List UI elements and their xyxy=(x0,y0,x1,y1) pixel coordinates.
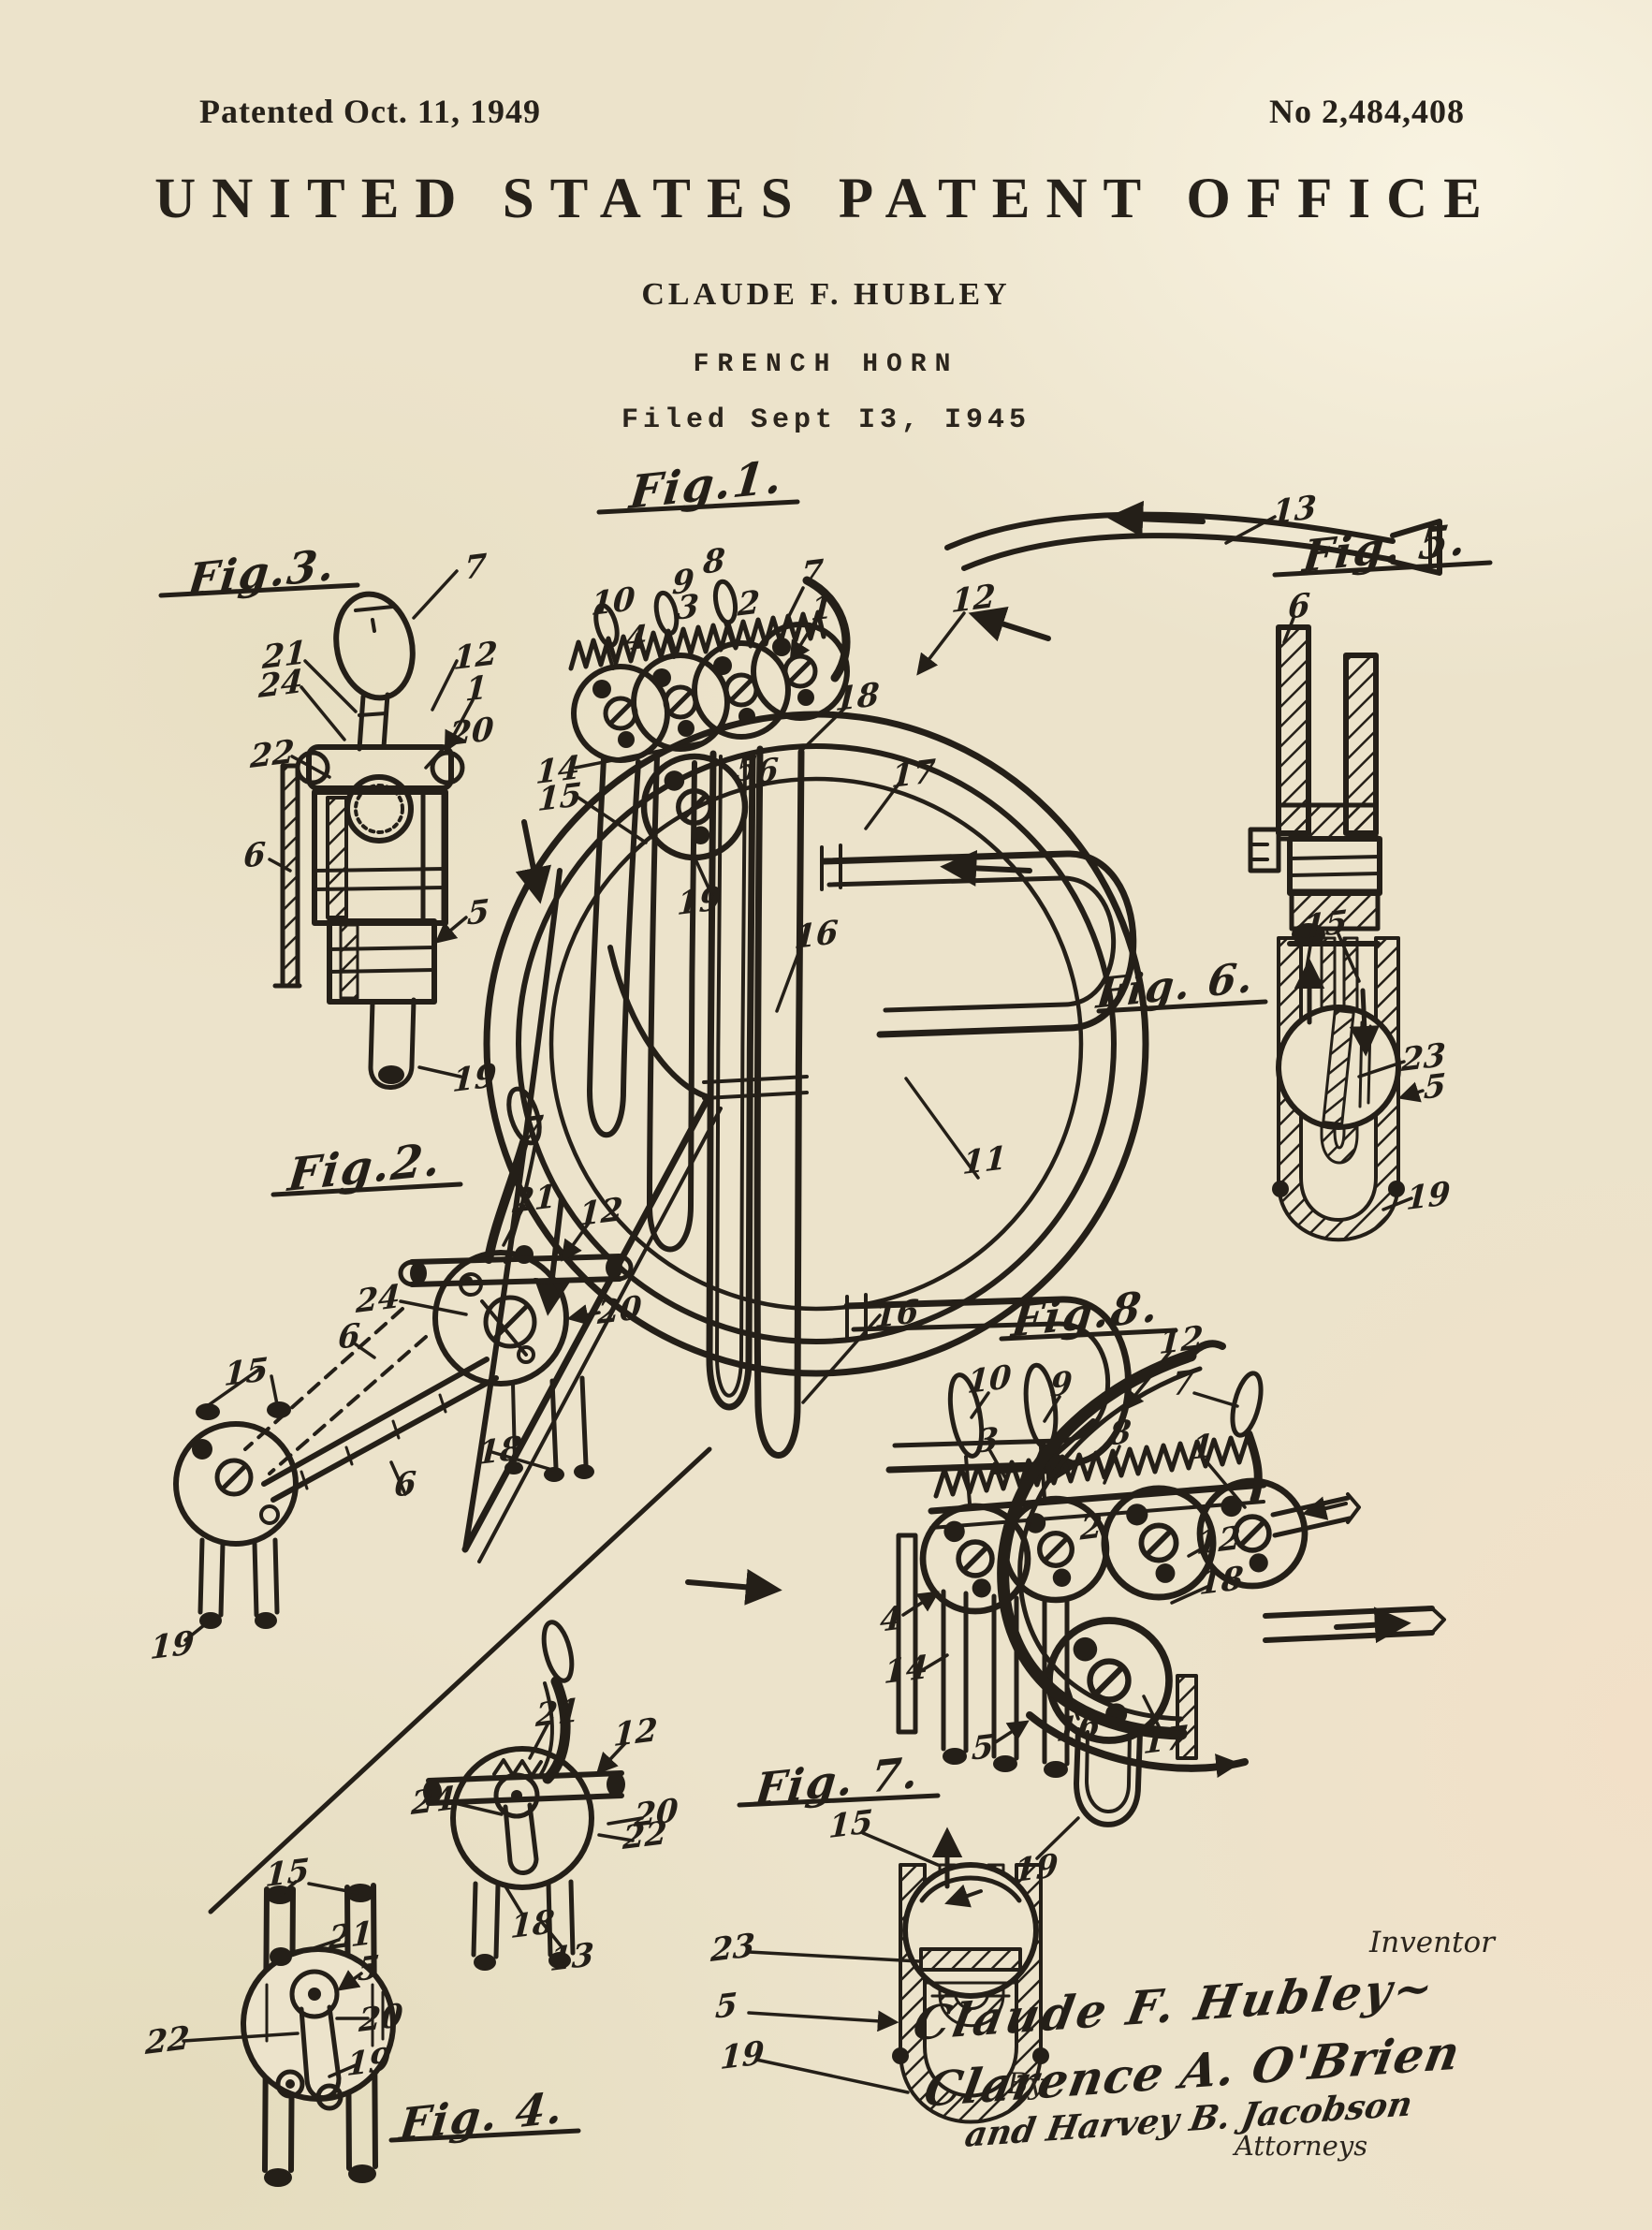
ref-numeral: 17 xyxy=(1142,1718,1189,1763)
ref-numeral: 1 xyxy=(810,588,834,629)
ref-numeral: 2 xyxy=(1079,1507,1104,1548)
ref-numeral: 20 xyxy=(596,1288,643,1333)
by-label: By xyxy=(1006,2067,1045,2101)
ref-numeral: 6 xyxy=(1287,586,1311,627)
ref-numeral: 18 xyxy=(476,1429,523,1474)
ref-numeral: 15 xyxy=(536,775,583,820)
ref-numeral: 3 xyxy=(975,1420,1000,1461)
ref-numeral: 12 xyxy=(1158,1318,1205,1363)
ref-numeral: 5 xyxy=(357,1948,381,1989)
ref-numeral: 19 xyxy=(1405,1174,1452,1219)
ref-numeral: 19 xyxy=(451,1056,498,1101)
ref-numeral: 1 xyxy=(464,668,489,710)
ref-numeral: 7 xyxy=(800,552,825,594)
ref-numeral: 5 xyxy=(1423,1066,1447,1108)
fig8-valve-cluster xyxy=(896,1328,1446,1860)
ref-numeral: 8 xyxy=(702,541,726,582)
ref-numeral: 18 xyxy=(509,1902,556,1947)
inventor-label: Inventor xyxy=(1369,1926,1495,1959)
ref-numeral: 21 xyxy=(511,1177,558,1222)
ref-numeral: 5 xyxy=(971,1727,995,1768)
ref-numeral: 22 xyxy=(621,1813,668,1858)
ref-numeral: 15 xyxy=(223,1350,270,1395)
patented-date: Patented Oct. 11, 1949 xyxy=(199,93,541,130)
ref-numeral: 22 xyxy=(249,732,296,777)
ref-numeral: 12 xyxy=(577,1190,624,1235)
ref-numeral: 13 xyxy=(548,1935,595,1980)
ref-numeral: 20 xyxy=(448,710,495,755)
ref-numeral: 12 xyxy=(950,577,997,622)
inventor-name: CLAUDE F. HUBLEY xyxy=(641,277,1011,312)
ref-numeral: 15 xyxy=(1302,902,1349,947)
ref-numeral: 24 xyxy=(410,1779,457,1824)
ref-numeral: 4 xyxy=(879,1599,903,1640)
fig1-french-horn xyxy=(461,499,1442,1606)
patent-number: No 2,484,408 xyxy=(1269,93,1465,130)
ref-numeral: 15 xyxy=(827,1802,874,1847)
ref-numeral: 14 xyxy=(883,1648,929,1693)
ref-numeral: 3 xyxy=(676,587,700,628)
fig3-valve-assembly xyxy=(158,569,475,1090)
ref-numeral: 9 xyxy=(1049,1364,1074,1405)
ref-numeral: 5 xyxy=(466,892,490,933)
ref-numeral: 19 xyxy=(345,2040,392,2085)
filed-date: Filed Sept I3, I945 xyxy=(621,404,1031,436)
ref-numeral: 10 xyxy=(966,1357,1013,1402)
ref-numeral: 22 xyxy=(144,2018,191,2063)
ref-numeral: 13 xyxy=(1271,488,1318,533)
ref-numeral: 2 xyxy=(737,583,761,624)
ref-numeral: 7 xyxy=(463,547,488,588)
ref-numeral: 1 xyxy=(1191,1427,1215,1468)
ref-numeral: 15 xyxy=(264,1851,311,1896)
ref-numeral: 18 xyxy=(834,675,881,720)
ref-numeral: 16 xyxy=(873,1292,920,1337)
ref-numeral: 12 xyxy=(1195,1518,1242,1563)
ref-numeral: 10 xyxy=(590,580,636,624)
ref-numeral: 19 xyxy=(676,879,723,924)
ref-numeral: 16 xyxy=(1055,1706,1102,1751)
ref-numeral: 6 xyxy=(337,1316,361,1357)
ref-numeral: 16 xyxy=(793,913,840,958)
attorneys-label: Attorneys xyxy=(1234,2130,1368,2162)
fig2-valve-linkage xyxy=(173,1086,634,1642)
ref-numeral: 6 xyxy=(393,1464,417,1505)
ref-numeral: 17 xyxy=(890,752,937,797)
ref-numeral: 21 xyxy=(534,1691,581,1736)
fig4-rotary-valve xyxy=(182,1446,712,2187)
ref-numeral: 7 xyxy=(1171,1363,1195,1404)
ref-numeral: 6 xyxy=(242,835,267,876)
ref-numeral: 6 xyxy=(755,751,780,792)
fig7-ball-valve xyxy=(737,1793,1049,2124)
ref-numeral: 20 xyxy=(358,1996,404,2041)
ref-numeral: 5 xyxy=(714,1986,738,2027)
ref-numeral: 4 xyxy=(624,618,649,659)
ref-numeral: 19 xyxy=(149,1623,196,1668)
ref-numeral: 24 xyxy=(355,1277,402,1322)
ref-numeral: 11 xyxy=(961,1138,1008,1183)
ref-numeral: 19 xyxy=(719,2033,766,2078)
ref-numeral: 7 xyxy=(520,1108,545,1150)
ref-numeral: 19 xyxy=(1013,1846,1060,1891)
ref-numeral: 12 xyxy=(612,1710,659,1755)
ref-numeral: 18 xyxy=(1198,1559,1245,1604)
invention-title: FRENCH HORN xyxy=(693,350,959,379)
ref-numeral: 8 xyxy=(1108,1413,1133,1454)
ref-numeral: 23 xyxy=(709,1926,756,1971)
ref-numeral: 24 xyxy=(257,662,304,707)
fig5-tube-section xyxy=(1248,560,1493,946)
fig6-valve-in-tube xyxy=(1096,932,1425,1242)
page-title: UNITED STATES PATENT OFFICE xyxy=(154,168,1498,230)
